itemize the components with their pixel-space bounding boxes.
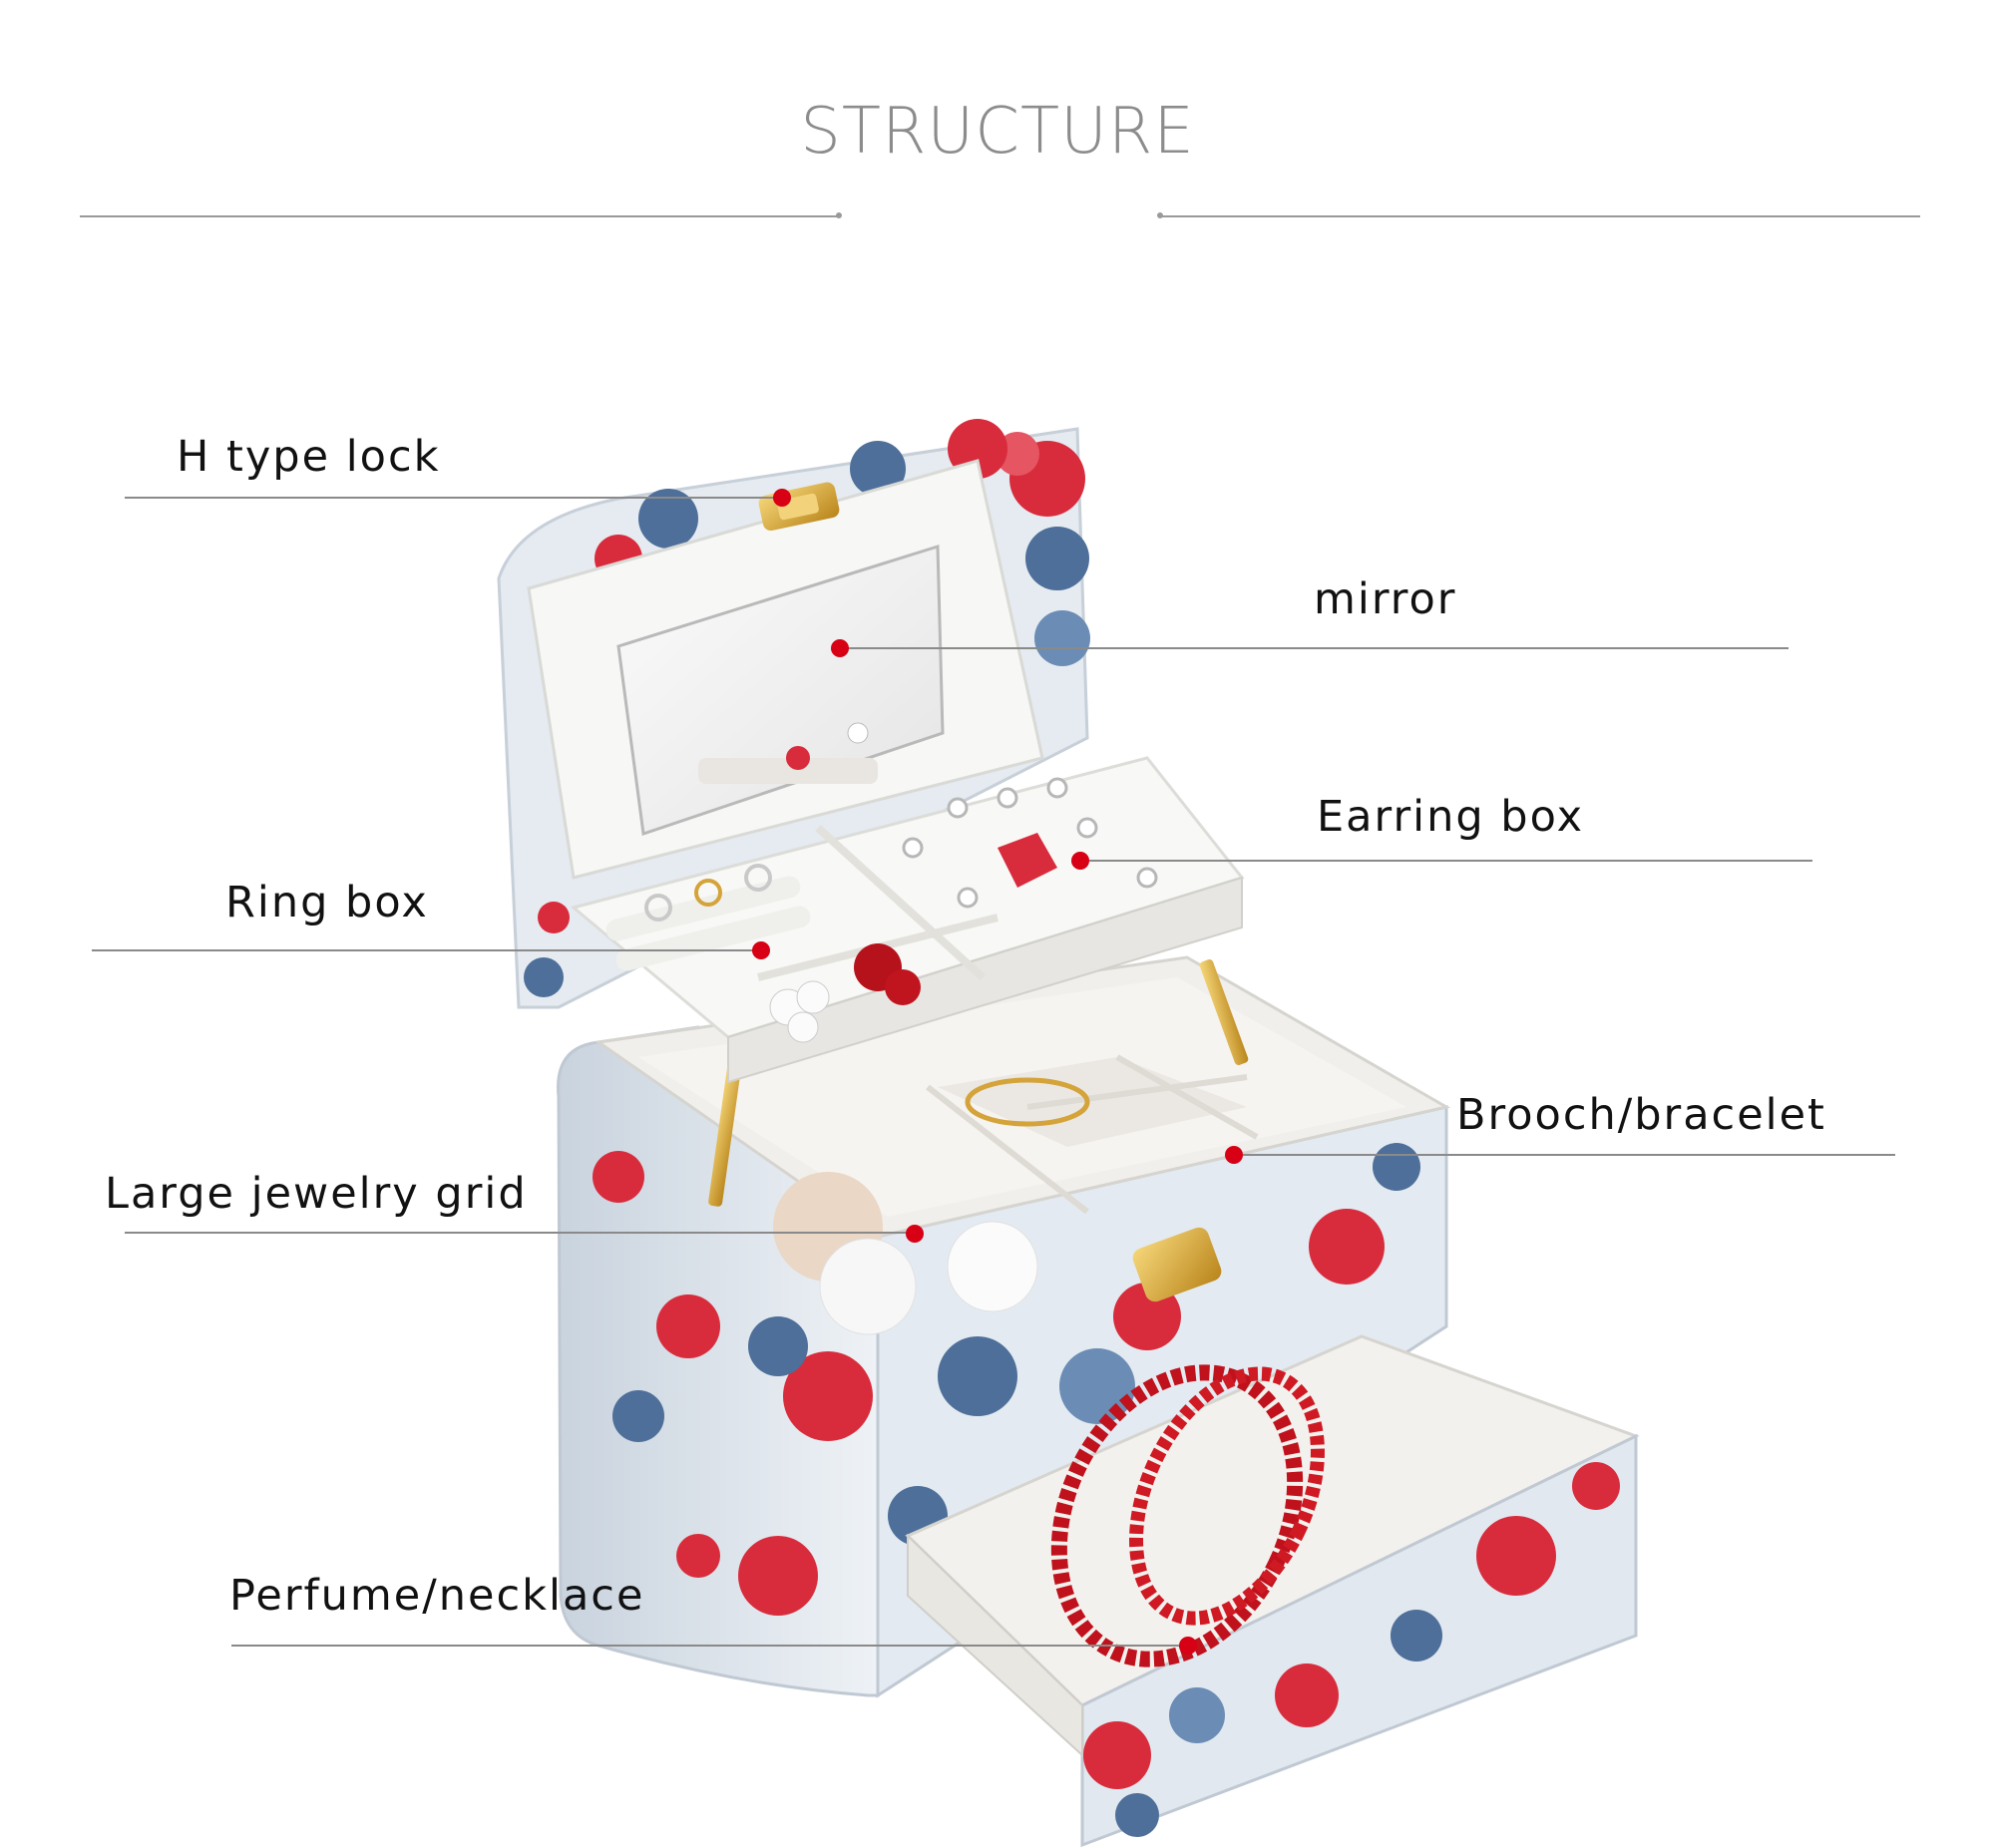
callout-leader-ring-box xyxy=(92,949,762,951)
header-rule-right xyxy=(1162,215,1920,217)
callout-label-mirror: mirror xyxy=(1314,574,1457,624)
callout-leader-earring-box xyxy=(1087,860,1812,862)
top-tray xyxy=(570,756,1245,1084)
callout-leader-large-jewelry-grid xyxy=(125,1232,918,1234)
callout-leader-brooch-bracelet xyxy=(1242,1154,1895,1156)
callout-label-earring-box: Earring box xyxy=(1317,792,1585,842)
callout-leader-perfume-necklace xyxy=(231,1645,1189,1647)
callout-label-h-type-lock: H type lock xyxy=(177,432,441,482)
callout-marker-earring-box xyxy=(1071,852,1089,870)
box-lid xyxy=(497,419,1090,1009)
callout-marker-mirror xyxy=(831,639,849,657)
callout-marker-perfume-necklace xyxy=(1179,1637,1197,1655)
callout-label-large-jewelry-grid: Large jewelry grid xyxy=(105,1169,528,1219)
callout-marker-large-jewelry-grid xyxy=(906,1225,924,1243)
callout-leader-mirror xyxy=(848,647,1789,649)
header-rule-left xyxy=(80,215,838,217)
page-title: STRUCTURE xyxy=(800,95,1195,169)
callout-label-ring-box: Ring box xyxy=(225,878,429,927)
callout-marker-brooch-bracelet xyxy=(1225,1146,1243,1164)
callout-label-brooch-bracelet: Brooch/bracelet xyxy=(1456,1090,1826,1140)
callout-marker-h-type-lock xyxy=(773,489,791,507)
header-rule-left-end xyxy=(836,212,842,218)
callout-marker-ring-box xyxy=(752,941,770,959)
callout-leader-h-type-lock xyxy=(125,497,783,499)
header-rule-right-end xyxy=(1157,212,1163,218)
callout-label-perfume-necklace: Perfume/necklace xyxy=(229,1571,645,1621)
bottom-drawer xyxy=(905,1334,1640,1848)
earrings xyxy=(902,777,1158,909)
ring-rolls xyxy=(605,864,811,971)
